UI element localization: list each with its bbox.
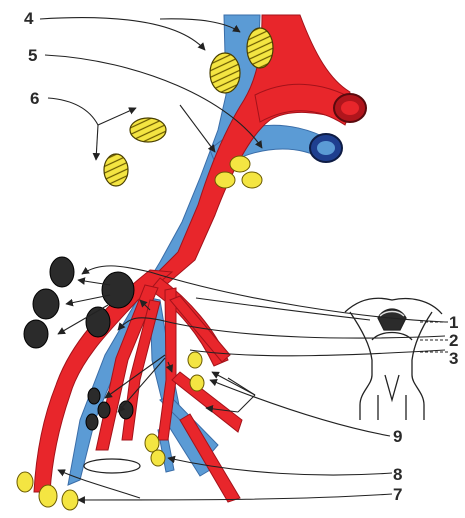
label-6: 6 (30, 89, 39, 108)
lymph-node-yellow (17, 472, 33, 492)
lymph-node-dark (119, 401, 133, 419)
label-5: 5 (28, 46, 37, 65)
lymph-node-dark (86, 307, 110, 337)
lymph-node-dark (86, 414, 98, 430)
artery-branch-f (170, 296, 230, 362)
lymph-node-yellow (62, 490, 78, 510)
lymph-node-yellow (39, 485, 57, 507)
lymph-node-dark (24, 320, 48, 348)
lymph-node-yellow (242, 172, 262, 188)
lymph-node-striped (104, 154, 128, 186)
organ-inset (345, 298, 442, 420)
lymph-node-yellow (230, 156, 250, 172)
label-1: 1 (449, 313, 458, 332)
lymph-node-striped (247, 28, 273, 68)
label-3: 3 (449, 349, 458, 368)
lymph-node-yellow (190, 375, 204, 391)
lymph-node-yellow (151, 450, 165, 466)
lymph-node-striped (130, 118, 166, 142)
label-7: 7 (393, 485, 402, 504)
lymph-node-striped (210, 53, 240, 93)
lymph-node-yellow (145, 434, 159, 452)
lymph-node-yellow (188, 352, 202, 368)
label-4: 4 (24, 9, 34, 28)
lymph-node-dark (50, 257, 74, 287)
organ-outline-oval (84, 459, 140, 473)
label-2: 2 (449, 331, 458, 350)
lymph-node-dark (102, 272, 134, 308)
lymph-node-dark (88, 388, 100, 404)
label-9: 9 (393, 427, 402, 446)
label-8: 8 (393, 465, 402, 484)
lymph-node-yellow (215, 172, 235, 188)
lymph-node-dark (98, 402, 110, 418)
lymph-node-dark (33, 289, 59, 319)
